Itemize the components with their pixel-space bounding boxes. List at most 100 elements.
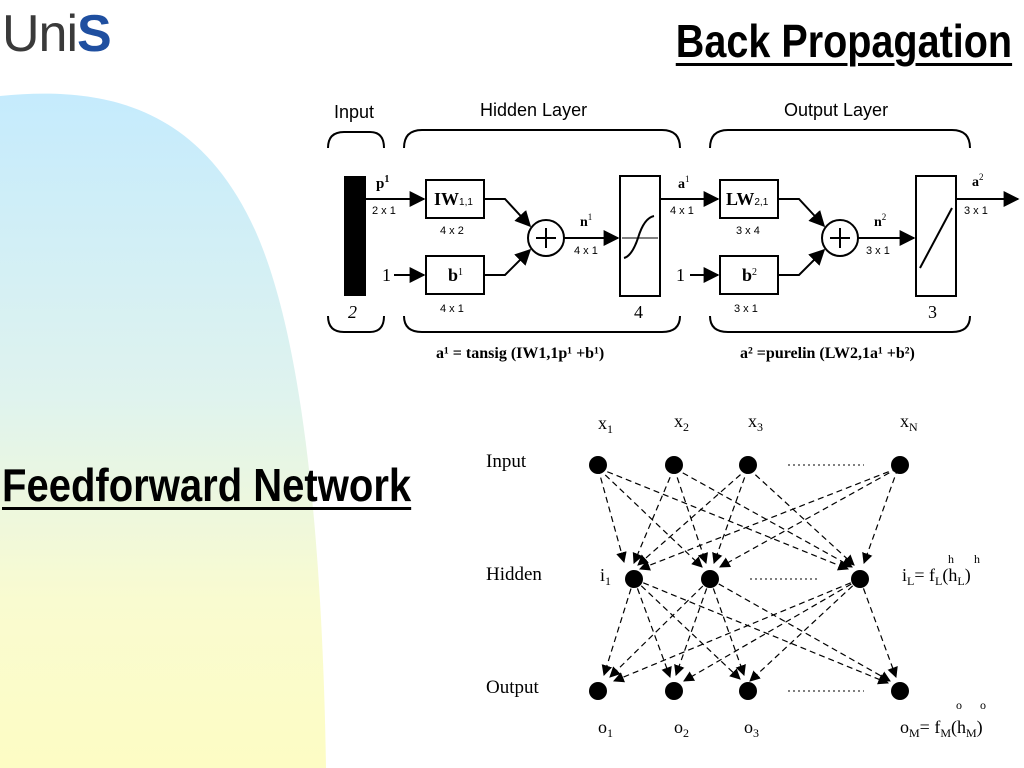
label-iL-sup-h: h bbox=[974, 552, 980, 566]
slide-title: Back Propagation bbox=[675, 15, 1012, 67]
logo-text-s: S bbox=[77, 5, 112, 63]
edge-i1-o1 bbox=[601, 578, 635, 677]
brace-hidden-top bbox=[403, 129, 681, 149]
label-x1: x1 bbox=[598, 413, 613, 436]
label-oM-sup-h: o bbox=[980, 698, 986, 712]
equation-layer1: a¹ = tansig (IW1,1p¹ +b¹) bbox=[436, 345, 604, 362]
n2-label: n2 bbox=[874, 212, 886, 230]
layer1-size: 4 bbox=[634, 302, 643, 322]
n1-dim: 4 x 1 bbox=[574, 245, 598, 257]
edge-h2-oM bbox=[709, 578, 891, 682]
b2-label: b2 bbox=[742, 265, 757, 285]
equation-layer2: a² =purelin (LW2,1a¹ +b²) bbox=[740, 345, 915, 362]
group-label-output: Output Layer bbox=[784, 100, 888, 120]
output-node-o1 bbox=[589, 682, 607, 700]
b2-bias-box bbox=[719, 255, 779, 295]
brace-input-top bbox=[327, 131, 385, 149]
edge-x1-iL bbox=[597, 467, 850, 571]
input-node-xN bbox=[891, 456, 909, 474]
edge-x3-iL bbox=[747, 467, 855, 566]
lw-dim: 3 x 4 bbox=[736, 225, 760, 237]
n1-label: n1 bbox=[580, 212, 592, 230]
arrow-lw-to-sum bbox=[778, 198, 826, 228]
edge-x2-h2 bbox=[673, 467, 709, 565]
label-xN: xN bbox=[900, 411, 918, 434]
input-node-x3 bbox=[739, 456, 757, 474]
output-node-oM bbox=[891, 682, 909, 700]
output-node-o3 bbox=[739, 682, 757, 700]
slide-subtitle: Feedforward Network bbox=[2, 459, 412, 511]
label-oM-equation: oM= fM(hM) bbox=[900, 717, 983, 740]
input-node-x1 bbox=[589, 456, 607, 474]
p-label: p1 bbox=[376, 174, 389, 192]
edge-h2-o1 bbox=[609, 578, 711, 678]
label-iL-equation: iL= fL(hL) bbox=[902, 565, 971, 588]
brace-output-bottom bbox=[709, 315, 971, 333]
output-node-o2 bbox=[665, 682, 683, 700]
feedforward-network-diagram: Input Hidden Output bbox=[486, 411, 986, 740]
input-node-x2 bbox=[665, 456, 683, 474]
edge-xN-i1 bbox=[638, 467, 899, 571]
label-o2: o2 bbox=[674, 717, 689, 740]
lw-label: LW2,1 bbox=[726, 189, 769, 209]
logo-text-uni: Uni bbox=[2, 5, 78, 63]
a1-dim: 4 x 1 bbox=[670, 205, 694, 217]
iw-dim: 4 x 2 bbox=[440, 225, 464, 237]
label-x3: x3 bbox=[748, 411, 763, 434]
label-o3: o3 bbox=[744, 717, 759, 740]
row-label-input: Input bbox=[486, 451, 527, 472]
bias-one-2: 1 bbox=[676, 265, 685, 285]
edge-h2-o3 bbox=[709, 578, 746, 677]
edge-h2-o2 bbox=[674, 578, 711, 677]
label-i1: i1 bbox=[600, 565, 611, 588]
edge-iL-o2 bbox=[683, 578, 861, 682]
iw-weight-box bbox=[425, 179, 485, 219]
row-label-hidden: Hidden bbox=[486, 564, 542, 585]
b2-dim: 3 x 1 bbox=[734, 303, 758, 315]
arrow-iw-to-sum bbox=[484, 198, 532, 228]
arrow-b2-to-sum bbox=[778, 248, 826, 276]
label-x2: x2 bbox=[674, 411, 689, 434]
n2-dim: 3 x 1 bbox=[866, 245, 890, 257]
edge-xN-h2 bbox=[719, 467, 899, 568]
label-iL-sup-f: h bbox=[948, 552, 954, 566]
layer2-size: 3 bbox=[928, 302, 937, 322]
edge-x3-h2 bbox=[712, 467, 749, 565]
edge-iL-o3 bbox=[749, 578, 861, 682]
bias-one-1: 1 bbox=[382, 265, 391, 285]
p-dim: 2 x 1 bbox=[372, 205, 396, 217]
b1-dim: 4 x 1 bbox=[440, 303, 464, 315]
arrow-b1-to-sum bbox=[484, 248, 532, 276]
edge-x1-h2 bbox=[597, 467, 703, 568]
edge-i1-o2 bbox=[633, 578, 672, 679]
lw-weight-box bbox=[719, 179, 779, 219]
edge-x3-i1 bbox=[637, 467, 749, 566]
edge-x2-i1 bbox=[632, 467, 675, 564]
backprop-diagram: Input Hidden Layer Output Layer p1 2 x 1… bbox=[327, 100, 1020, 362]
a1-label: a1 bbox=[678, 174, 690, 192]
edge-xN-iL bbox=[862, 467, 899, 565]
label-o1: o1 bbox=[598, 717, 613, 740]
hidden-node-2 bbox=[701, 570, 719, 588]
purelin-line bbox=[919, 207, 953, 269]
edge-x1-i1 bbox=[597, 467, 627, 564]
brace-input-bottom bbox=[327, 315, 385, 333]
b1-label: b1 bbox=[448, 265, 463, 285]
iw-label: IW1,1 bbox=[434, 189, 473, 209]
edge-iL-oM bbox=[859, 578, 898, 679]
tansig-transfer-box bbox=[619, 175, 661, 297]
group-label-hidden: Hidden Layer bbox=[480, 100, 587, 120]
a2-dim: 3 x 1 bbox=[964, 205, 988, 217]
background-arc bbox=[0, 93, 326, 768]
group-label-input: Input bbox=[334, 102, 374, 122]
a2-label: a2 bbox=[972, 172, 984, 190]
edge-x2-iL bbox=[673, 467, 853, 568]
hidden-node-i1 bbox=[625, 570, 643, 588]
row-label-output: Output bbox=[486, 677, 540, 698]
edge-i1-oM bbox=[633, 578, 889, 685]
unis-logo: UniS bbox=[2, 4, 112, 64]
label-oM-sup-f: o bbox=[956, 698, 962, 712]
hidden-node-iL bbox=[851, 570, 869, 588]
brace-output-top bbox=[709, 129, 971, 149]
